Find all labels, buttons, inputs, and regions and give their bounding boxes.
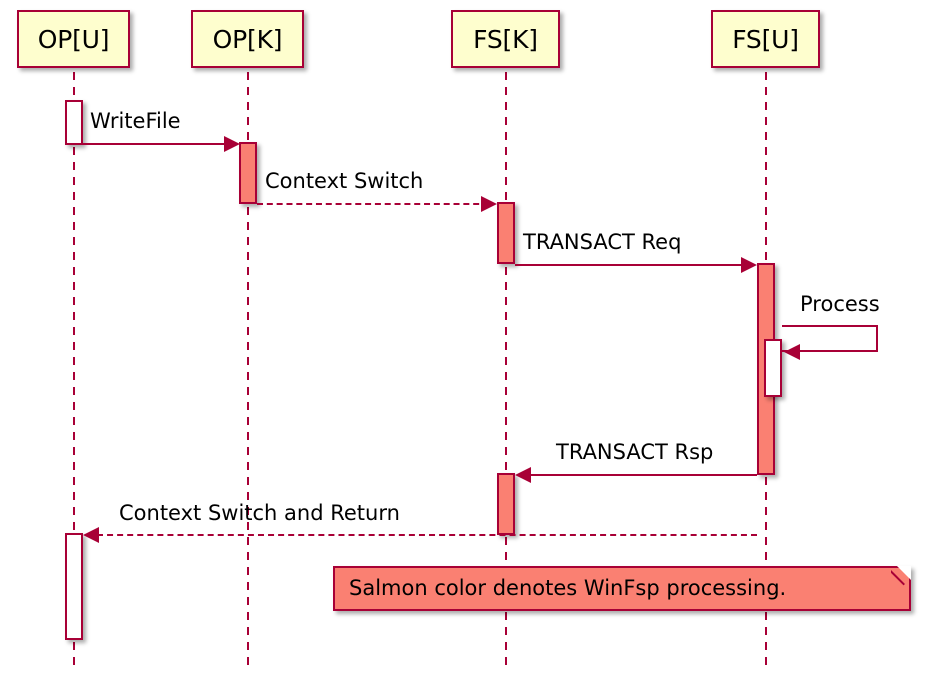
message-label-context-switch: Context Switch	[265, 169, 424, 193]
note-fold-icon	[897, 566, 911, 580]
participant-fs-k[interactable]: FS[K]	[451, 10, 560, 68]
participant-op-k[interactable]: OP[K]	[191, 10, 304, 68]
lifeline-op-u	[73, 72, 75, 666]
participant-op-u-label: OP[U]	[37, 24, 110, 54]
message-line-context-switch-and-return	[97, 534, 757, 536]
message-label-transact-req: TRANSACT Req	[523, 230, 682, 254]
activation-op-u-2	[65, 533, 83, 640]
participant-fs-u-label: FS[U]	[732, 24, 799, 54]
message-line-context-switch	[257, 203, 489, 205]
message-label-context-switch-and-return: Context Switch and Return	[119, 501, 400, 525]
lifeline-op-k	[247, 72, 249, 666]
participant-op-k-label: OP[K]	[212, 24, 283, 54]
message-line-transact-req	[515, 264, 749, 266]
message-label-transact-rsp: TRANSACT Rsp	[556, 440, 714, 464]
message-line-writefile	[83, 143, 233, 145]
message-arrowhead-transact-req	[741, 257, 757, 273]
activation-op-u-1	[65, 100, 83, 145]
message-label-writefile: WriteFile	[90, 109, 181, 133]
message-arrowhead-context-switch-and-return	[83, 527, 99, 543]
participant-fs-k-label: FS[K]	[473, 24, 538, 54]
activation-fs-k-2	[497, 473, 515, 535]
activation-op-k-1	[239, 142, 257, 204]
message-arrowhead-process	[784, 344, 800, 360]
message-arrowhead-context-switch	[481, 196, 497, 212]
activation-fs-u-2	[764, 339, 782, 397]
activation-fs-k-1	[497, 202, 515, 264]
lifeline-fs-k	[505, 72, 507, 666]
message-label-process: Process	[800, 292, 880, 316]
participant-op-u[interactable]: OP[U]	[17, 10, 130, 68]
message-line-transact-rsp	[529, 474, 757, 476]
message-arrowhead-transact-rsp	[515, 467, 531, 483]
message-arrowhead-writefile	[224, 136, 240, 152]
participant-fs-u[interactable]: FS[U]	[711, 10, 820, 68]
message-selfcall-process	[782, 325, 878, 352]
note-salmon-legend: Salmon color denotes WinFsp processing.	[333, 566, 911, 611]
note-text: Salmon color denotes WinFsp processing.	[349, 576, 787, 600]
